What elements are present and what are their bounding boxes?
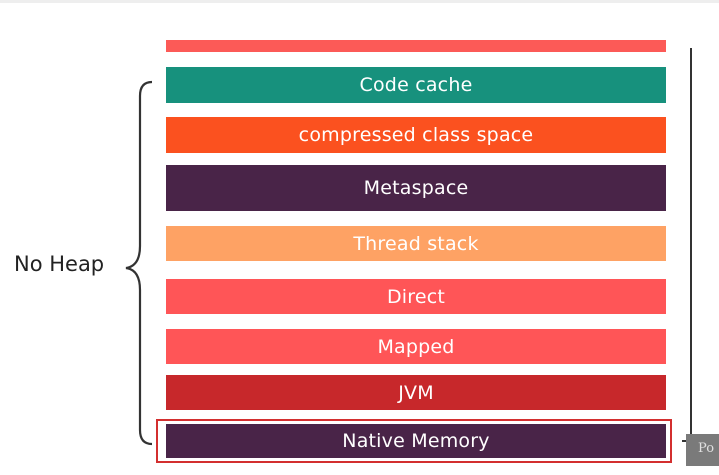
block-label: Metaspace [363,177,469,199]
block-label: Thread stack [353,232,479,255]
corner-tag: Po [686,434,719,466]
no-heap-label: No Heap [14,252,105,276]
top-rule [0,0,719,3]
block-label: Code cache [359,74,473,96]
block-label: JVM [398,381,434,404]
block-thread-stack: Thread stack [166,226,666,261]
block-label: Direct [386,285,446,308]
block-metaspace: Metaspace [166,165,666,211]
no-heap-brace [125,80,153,446]
block-mapped: Mapped [166,329,666,364]
block-compressed-class-space: compressed class space [166,117,666,153]
native-memory-highlight [156,419,672,463]
right-bracket-line [690,48,692,442]
block-label: Native Memory [342,430,490,452]
block-code-cache: Code cache [166,67,666,103]
block-heap-tail [166,40,666,52]
block-jvm: JVM [166,375,666,410]
block-direct: Direct [166,279,666,314]
block-label: compressed class space [298,124,534,146]
block-native-memory: Native Memory [166,424,666,458]
block-label: Mapped [377,335,455,358]
